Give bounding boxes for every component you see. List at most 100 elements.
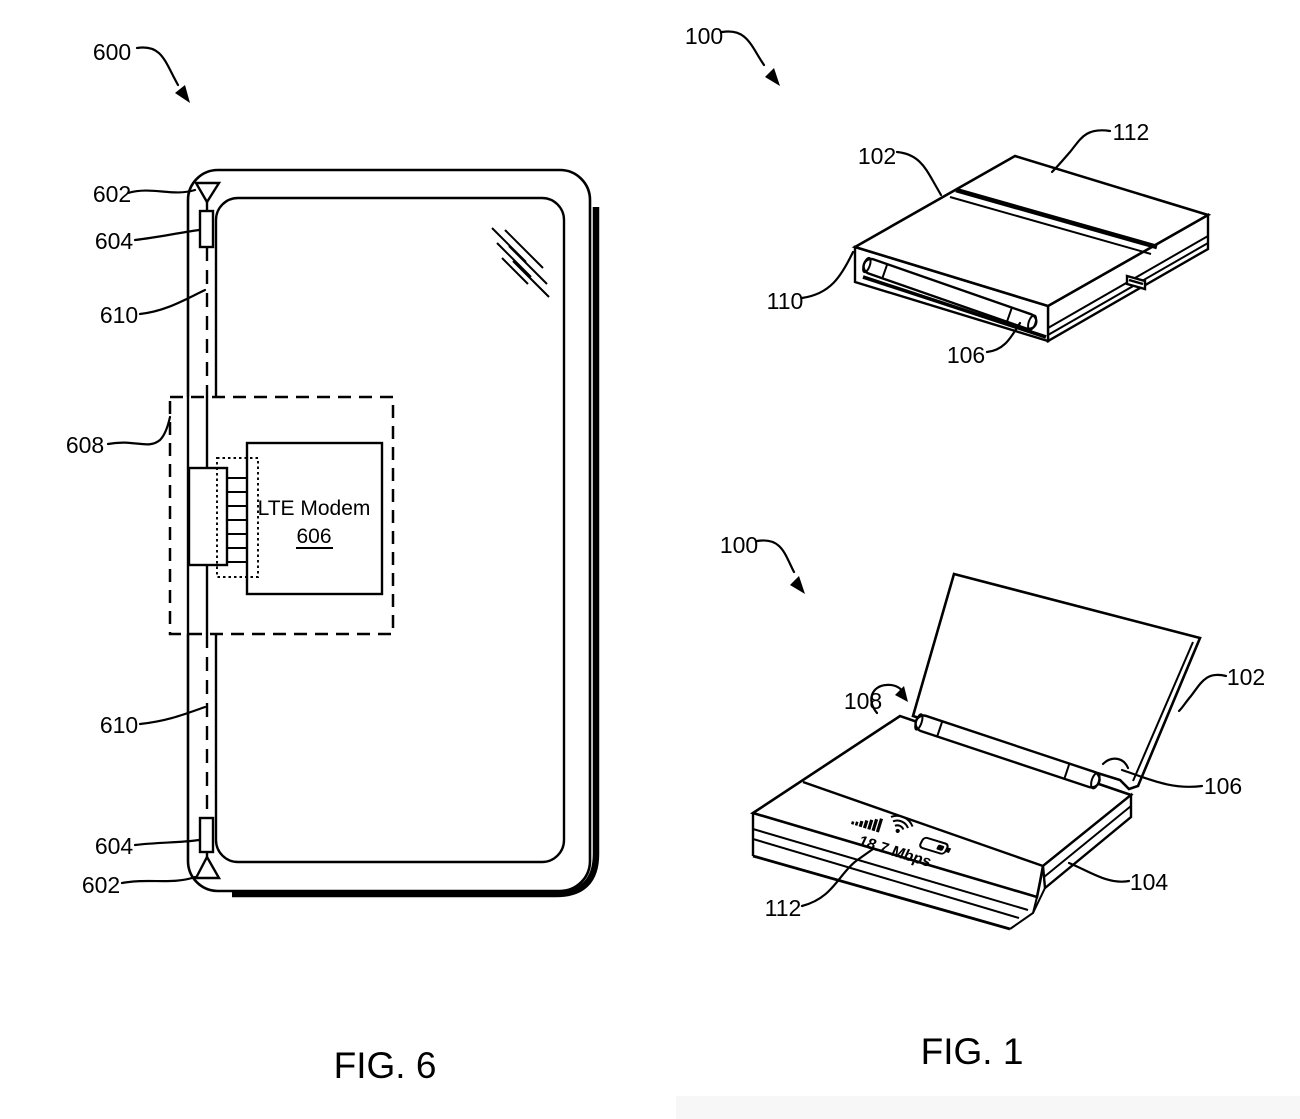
ref-610-bottom-leader (138, 705, 207, 726)
fig1-closed-drawing: 100 102 112 110 106 (685, 23, 1212, 368)
lte-modem-box (245, 441, 384, 596)
ref-label-610-bottom: 610 (100, 712, 138, 738)
ref-label-112-open: 112 (765, 895, 802, 921)
antenna-triangle-bottom (194, 854, 222, 880)
open-hinge-cap-left (914, 713, 924, 731)
fig1c-ref-106: 106 (947, 321, 1022, 368)
ref-label-600: 600 (93, 39, 131, 65)
ref-label-604-top: 604 (95, 228, 134, 254)
battery-icon (919, 836, 952, 855)
ref-604-bottom-leader (133, 838, 201, 847)
ref-label-602-top: 602 (93, 181, 131, 207)
ref-602-top-leader (126, 188, 197, 195)
ref-label-112-closed: 112 (1113, 119, 1150, 145)
base-right-seam (1043, 805, 1132, 878)
lte-modem-label: LTE Modem (258, 497, 371, 520)
fig1o-ref-106: 106 (1101, 757, 1242, 799)
fig6-ref-602-top: 602 (93, 181, 197, 207)
ref-600-arrow-shaft (135, 46, 180, 87)
ref-label-100-bottom: 100 (720, 532, 758, 558)
fig6-drawing: LTE Modem 606 600 602 604 610 608 (66, 39, 600, 898)
closed-strip-line-thick (955, 187, 1158, 250)
ref-600-arrowhead (175, 85, 190, 103)
fig6-ref-604-bottom: 604 (95, 833, 201, 859)
closed-hinge-knuckle-left (881, 263, 889, 279)
reflection-hatch-icon (491, 227, 550, 298)
ref-100-bottom-arrow-shaft (755, 539, 796, 574)
ref-label-106-open: 106 (1204, 773, 1242, 799)
ref-610-top-leader (138, 288, 207, 316)
open-strip-divider (802, 780, 1044, 868)
fig6-ref-604-top: 604 (95, 228, 201, 254)
ref-602-bottom-leader (120, 875, 197, 885)
coupling-dotted-box (216, 457, 259, 578)
closed-hinge-rod (862, 256, 1038, 331)
base-front-bottom-edge (752, 854, 1011, 931)
closed-hinge-cap-right (1027, 314, 1038, 331)
open-hinge-knuckle-left (936, 720, 944, 737)
open-screen-thickness-line (1132, 641, 1194, 782)
fig1o-ref-104: 104 (1067, 861, 1169, 895)
fig1-caption: FIG. 1 (921, 1031, 1024, 1072)
ref-604-top-leader (133, 228, 201, 242)
closed-strip-line-thin (949, 196, 1152, 255)
ref-label-102-open: 102 (1227, 664, 1265, 690)
fig6-ref-600: 600 (93, 39, 190, 103)
modem-bus-lines (227, 477, 247, 563)
fig6-ref-608: 608 (66, 415, 172, 458)
open-hinge-rod (914, 713, 1101, 790)
fig1c-ref-102: 102 (858, 143, 943, 197)
ref-label-602-bottom: 602 (82, 872, 120, 898)
filter-rect-bottom (198, 816, 215, 854)
ref-label-104: 104 (1130, 869, 1169, 895)
open-hinge-cap-right (1090, 771, 1101, 790)
ref-102-closed-leader (895, 150, 943, 197)
ref-608-leader (106, 415, 172, 446)
feed-connector (187, 466, 229, 567)
fig1o-ref-102: 102 (1177, 664, 1265, 713)
side-port-icon (1125, 274, 1147, 291)
fig1c-ref-100: 100 (685, 23, 780, 86)
open-base-right-side (1032, 792, 1133, 914)
ref-label-110: 110 (767, 288, 804, 314)
closed-hinge-knuckle-right (1006, 307, 1013, 323)
closed-right-side-seam2 (1047, 242, 1209, 336)
fig1c-ref-110: 110 (767, 250, 855, 314)
ref-104-leader (1067, 861, 1131, 883)
fig1o-ref-100: 100 (720, 532, 805, 594)
closed-hinge-cap-left (862, 256, 872, 274)
fig6-device-shadow (232, 207, 600, 898)
ref-106-closed-leader (985, 321, 1022, 354)
base-front-right-corner (1009, 896, 1038, 930)
ref-112-closed-leader (1050, 129, 1112, 174)
ref-108-arrowhead (895, 686, 908, 702)
fig1-open-drawing: 18.7 Mbps 100 108 102 106 104 112 (720, 532, 1265, 931)
filter-rect-top (198, 209, 215, 249)
fig6-ref-610-top: 610 (100, 288, 207, 328)
fig1c-ref-112: 112 (1050, 119, 1150, 174)
ref-110-leader (800, 250, 855, 300)
fig6-caption: FIG. 6 (334, 1045, 437, 1086)
ref-label-106-closed: 106 (947, 342, 985, 368)
signal-bars-icon (851, 818, 884, 833)
closed-top-face (851, 154, 1212, 308)
ref-label-102-closed: 102 (858, 143, 896, 169)
open-hinge-knuckle-right (1063, 763, 1071, 780)
ref-label-610-top: 610 (100, 302, 138, 328)
ref-106-open-leader (1120, 768, 1204, 788)
ref-102-open-leader (1177, 673, 1228, 713)
side-port-slot (1128, 278, 1144, 286)
ref-label-604-bottom: 604 (95, 833, 134, 859)
lte-modem-ref: 606 (296, 525, 331, 548)
base-front-seam2 (752, 838, 1020, 919)
ref-100-bottom-arrowhead (790, 576, 805, 594)
footer-band (676, 1096, 1300, 1119)
base-right-corner-link (1032, 887, 1046, 914)
ref-label-100-top: 100 (685, 23, 723, 49)
closed-front-seam (862, 275, 1047, 339)
ref-100-top-arrowhead (765, 68, 780, 86)
ref-106-open-arc (1101, 757, 1130, 770)
ref-label-608: 608 (66, 432, 104, 458)
